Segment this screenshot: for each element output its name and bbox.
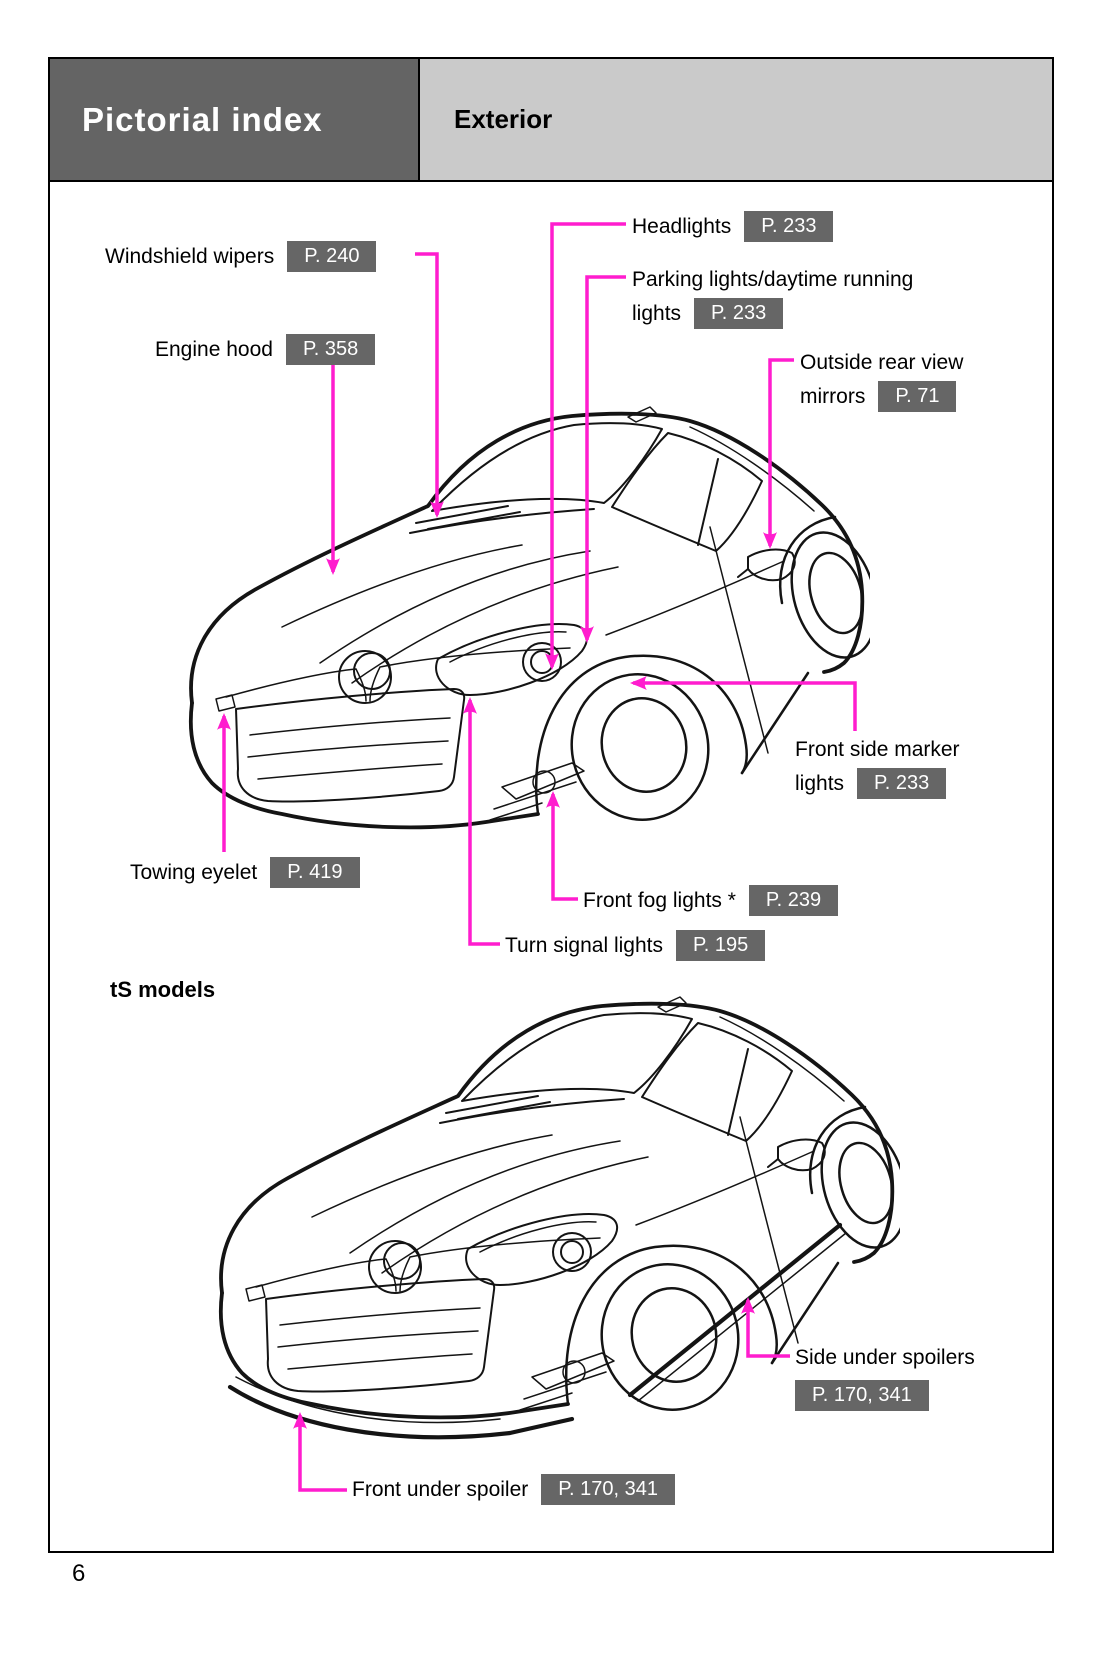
page-ref-headlights: P. 233 [744,211,834,242]
callout-side-under-spoilers: Side under spoilers P. 170, 341 [795,1341,975,1413]
page-ref-towing-eyelet: P. 419 [270,857,360,888]
ts-models-heading: tS models [110,977,216,1002]
callout-turn-signal-lights: Turn signal lights P. 195 [505,929,766,963]
callout-front-side-marker: Front side marker lights P. 233 [795,733,960,801]
page-ref-windshield-wipers: P. 240 [287,241,377,272]
ts-spoiler-parts [227,1222,847,1440]
callout-label: Windshield wipers [105,245,275,268]
callout-label: Towing eyelet [130,861,258,884]
callout-towing-eyelet: Towing eyelet P. 419 [130,856,360,890]
callout-label: Front under spoiler [352,1478,529,1501]
callout-label-line1: Outside rear view [800,351,964,374]
callout-label: Headlights [632,215,732,238]
page-ref-front-side-marker: P. 233 [857,768,947,799]
page-ref-engine-hood: P. 358 [285,334,376,365]
callout-engine-hood: Engine hood P. 358 [155,333,376,367]
header-chapter-cell: Pictorial index [50,59,420,180]
callout-headlights: Headlights P. 233 [632,210,834,244]
page-ref-side-under-spoilers: P. 170, 341 [795,1380,929,1411]
car-illustration-ts [218,995,900,1440]
callout-label-line2: lights [632,302,682,325]
callout-label-line2: lights [795,772,845,795]
callout-label-line2: mirrors [800,385,866,408]
page-ref-parking-lights: P. 233 [694,298,784,329]
callout-label-line1: Parking lights/daytime running [632,268,914,291]
page-header: Pictorial index Exterior [48,57,1054,182]
callout-outside-mirrors: Outside rear view mirrors P. 71 [800,346,963,414]
callout-parking-lights: Parking lights/daytime running lights P. … [632,263,913,331]
page-ref-front-fog-lights: P. 239 [748,885,839,916]
callout-label: Engine hood [155,338,273,361]
page-ref-turn-signal-lights: P. 195 [675,930,766,961]
callout-front-fog-lights: Front fog lights * P. 239 [583,884,839,918]
car-illustration-standard [188,405,870,837]
page-title: Pictorial index [82,100,323,138]
page-ref-outside-mirrors: P. 71 [878,381,957,412]
callout-windshield-wipers: Windshield wipers P. 240 [105,240,377,274]
callout-label-line1: Front side marker [795,738,960,761]
section-title: Exterior [454,104,553,134]
page-ref-front-under-spoiler: P. 170, 341 [541,1474,675,1505]
callout-label: Side under spoilers [795,1346,975,1369]
header-section-cell: Exterior [420,59,1052,180]
callout-label: Turn signal lights [505,934,663,957]
callout-label: Front fog lights * [583,889,736,912]
page-number: 6 [72,1560,86,1587]
callout-front-under-spoiler: Front under spoiler P. 170, 341 [352,1473,675,1507]
